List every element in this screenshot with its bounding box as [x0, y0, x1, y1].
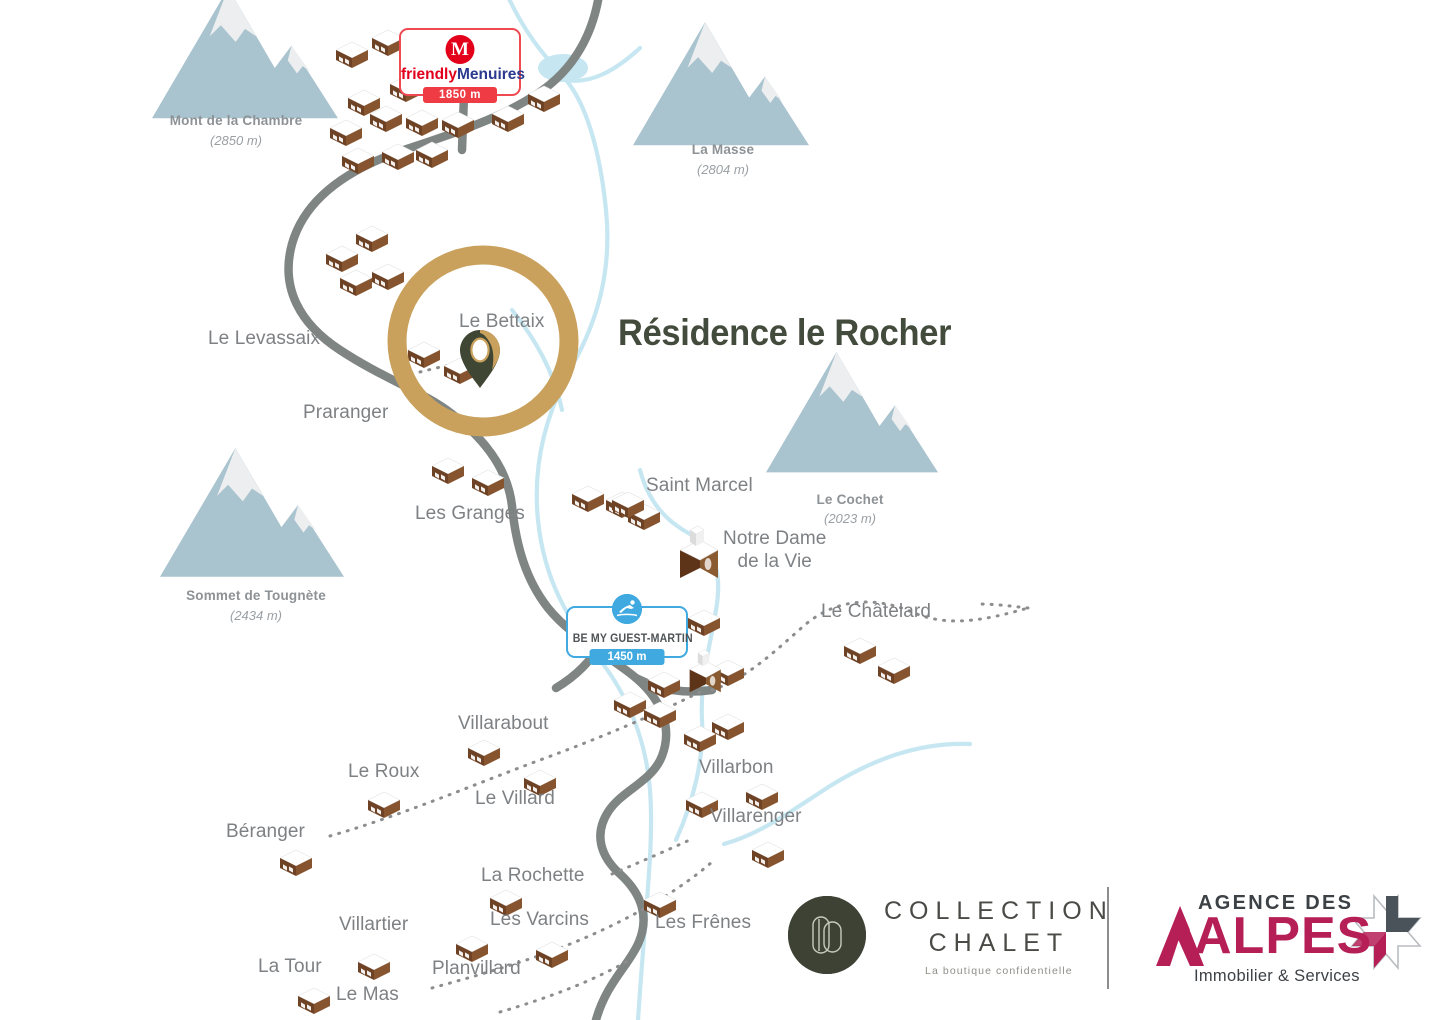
chalet-cluster-le-chatelard: [843, 637, 911, 685]
agence-des-alpes-subtitle: Immobilier & Services: [1194, 967, 1360, 985]
mountain-altitude-le-cochet: (2023 m): [823, 511, 877, 526]
place-label-la-rochette: La Rochette: [481, 865, 585, 886]
agence-des-alpes-top-line: AGENCE DES: [1198, 892, 1354, 914]
collection-chalet-line1: COLLECTION: [884, 897, 1114, 925]
collection-chalet-tagline: La boutique confidentielle: [925, 965, 1073, 977]
place-label-les-granges: Les Granges: [415, 503, 525, 524]
mountain-la-masse: [633, 22, 809, 146]
place-label-beranger: Béranger: [226, 821, 305, 842]
church-villarbon: [689, 649, 722, 693]
place-label-le-mas: Le Mas: [336, 984, 399, 1005]
sign-be-my-guest-st-martin[interactable]: BE MY GUEST-MARTIN 1450 m: [566, 594, 693, 665]
place-label-planvillard: Planvillard: [432, 958, 521, 979]
collection-chalet-monogram-icon: [788, 896, 866, 974]
sign-menuires-word2: Menuires: [456, 66, 526, 83]
highlight-circle: [387, 245, 579, 437]
sign-menuires-word1: friendly: [401, 66, 457, 83]
mountain-label-sommet-de-tougnete: Sommet de Tougnète: [186, 588, 326, 603]
place-label-la-tour: La Tour: [258, 956, 322, 977]
logo-divider: [1107, 887, 1109, 989]
mountain-label-la-masse: La Masse: [691, 142, 755, 157]
snowflake-icon: [1350, 893, 1422, 971]
logo-agence-des-alpes[interactable]: AGENCE DES ALPES Immobilier & Services: [1142, 890, 1432, 990]
m-monogram-icon: M: [445, 35, 475, 64]
agence-des-alpes-main-word: ALPES: [1194, 907, 1373, 965]
place-label-le-chatelard: Le Châtelard: [821, 601, 931, 622]
place-label-saint-marcel: Saint Marcel: [646, 475, 753, 496]
sign-stmartin-altitude: 1450 m: [589, 649, 665, 665]
sign-stmartin-wordmark: BE MY GUEST-MARTIN: [572, 633, 693, 645]
sign-menuires-altitude: 1850 m: [422, 87, 498, 103]
sign-menuires-wordmark: friendlyMenuires: [401, 66, 525, 84]
place-label-notre-dame-line2: de la Vie: [737, 550, 812, 572]
place-label-les-varcins: Les Varcins: [490, 909, 589, 930]
place-label-le-bettaix: Le Bettaix: [459, 311, 545, 332]
mountain-mont-de-la-chambre: [152, 0, 338, 119]
place-label-le-villard: Le Villard: [475, 788, 555, 809]
mountain-sommet-de-tougnete: [160, 448, 344, 577]
sign-friendly-menuires[interactable]: M friendlyMenuires 1850 m: [399, 28, 525, 103]
page-title: Résidence le Rocher: [618, 312, 952, 353]
mountain-altitude-mont-de-la-chambre: (2850 m): [209, 133, 263, 148]
place-label-le-roux: Le Roux: [348, 761, 420, 782]
place-label-villarbon: Villarbon: [699, 757, 774, 778]
place-label-villarenger: Villarenger: [710, 806, 802, 827]
mountain-altitude-la-masse: (2804 m): [696, 162, 750, 177]
river-network: [507, 0, 973, 1020]
logo-collection-chalet[interactable]: COLLECTION CHALET La boutique confidenti…: [788, 893, 1114, 977]
mountain-altitude-sommet-de-tougnete: (2434 m): [229, 608, 283, 623]
place-label-notre-dame-de-la-vie: Notre Dame de la Vie: [723, 528, 826, 574]
mountain-label-le-cochet: Le Cochet: [816, 492, 884, 507]
collection-chalet-line2: CHALET: [928, 929, 1070, 957]
mountain-le-cochet: [766, 352, 938, 473]
place-label-villarabout: Villarabout: [458, 713, 549, 734]
collection-chalet-wordmark: COLLECTION CHALET La boutique confidenti…: [884, 893, 1114, 977]
place-label-villartier: Villartier: [339, 914, 409, 935]
place-label-praranger: Praranger: [303, 402, 389, 423]
place-label-notre-dame-line1: Notre Dame: [723, 528, 827, 549]
resort-location-pin: [460, 330, 500, 388]
mountain-label-mont-de-la-chambre: Mont de la Chambre: [169, 113, 303, 128]
skier-icon: [612, 594, 642, 624]
agence-des-alpes-graphics: [1156, 893, 1422, 971]
place-label-le-levassaix: Le Levassaix: [208, 328, 321, 349]
place-label-les-frenes: Les Frênes: [655, 912, 752, 933]
